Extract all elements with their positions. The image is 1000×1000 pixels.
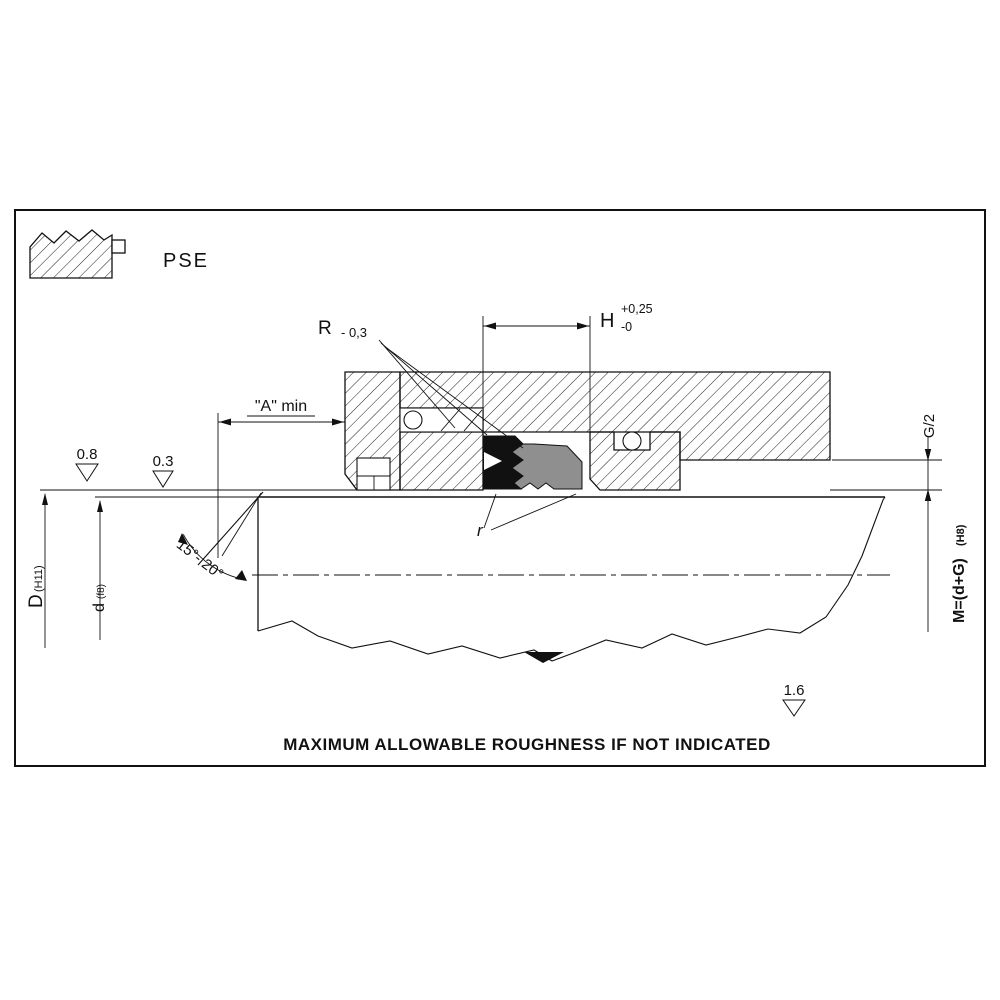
left-o-ring	[403, 410, 423, 430]
groove-width-tol-upper: +0,25	[621, 302, 653, 316]
arrowhead	[42, 493, 48, 505]
seal-profile-icon-body	[29, 229, 113, 279]
rod-break-line	[257, 496, 886, 662]
roughness-bore-value: 0.8	[77, 446, 98, 463]
flange-pocket	[356, 457, 391, 491]
slot-detail-line	[440, 408, 461, 432]
dim-groove-width	[482, 316, 591, 434]
dim-lead-in	[217, 413, 345, 558]
groove-bore-label: M=(d+G)	[951, 558, 968, 623]
rod-dia-fit: (f8)	[96, 584, 107, 599]
arrowhead	[97, 500, 103, 512]
dim-groove-bore: M=(d+G) (H8)	[951, 524, 968, 623]
pse-label: PSE	[163, 250, 209, 272]
dim-rod-diameter	[97, 500, 103, 640]
groove-left-shoulder	[399, 431, 484, 491]
dim-radius-note	[378, 339, 524, 449]
bore-dia-fit: (H11)	[33, 565, 45, 592]
lead-in-label: "A" min	[255, 398, 307, 415]
right-o-ring	[622, 431, 642, 451]
rod-dia-label: d	[91, 603, 108, 612]
arrowhead	[577, 322, 589, 330]
rod-section	[40, 459, 942, 663]
roughness-chamfer-value: 0.3	[153, 453, 174, 470]
seal-profile-icon	[29, 229, 126, 279]
arrowhead	[924, 449, 932, 461]
groove-width-label: H	[600, 310, 614, 332]
seal-slide-ring	[511, 443, 583, 490]
housing-section	[344, 371, 831, 491]
groove-width-tol-lower: -0	[621, 320, 632, 334]
arrowhead	[235, 570, 247, 581]
chamfer-angle-label: 15°- 20°	[173, 536, 226, 583]
dim-chamfer-angle	[178, 533, 247, 581]
chamfer-line-2	[221, 492, 262, 557]
roughness-symbol-bore	[75, 463, 99, 482]
retaining-ring-block	[589, 431, 681, 491]
seal-assembly	[483, 435, 583, 490]
arrowhead	[178, 533, 188, 545]
chamfer-line	[197, 491, 264, 566]
roughness-triangle-icon	[152, 470, 174, 488]
dim-bore-diameter	[42, 493, 48, 648]
radius-label: R	[318, 318, 332, 339]
break-triangle	[524, 652, 564, 663]
arrowhead	[332, 418, 344, 426]
bore-dia-label: D	[26, 594, 47, 608]
leader-line	[483, 493, 497, 529]
roughness-note: MAXIMUM ALLOWABLE ROUGHNESS IF NOT INDIC…	[283, 735, 771, 754]
slot-detail-line	[463, 409, 483, 432]
roughness-triangle-icon	[782, 699, 806, 717]
clearance-label: G/2	[921, 414, 938, 438]
roughness-symbol-general	[782, 699, 806, 717]
seal-profile-icon-tab	[111, 239, 126, 254]
roughness-triangle-icon	[75, 463, 99, 482]
seal-energizer-notch	[484, 452, 502, 470]
radius-tolerance: - 0,3	[341, 325, 367, 340]
groove-bore-fit: (H8)	[955, 524, 967, 546]
arrowhead	[484, 322, 496, 330]
roughness-general-value: 1.6	[784, 682, 805, 699]
arrowhead	[219, 418, 231, 426]
drawing-border	[14, 209, 986, 767]
leader-line	[378, 339, 456, 429]
dim-clearance	[924, 436, 932, 632]
dim-corner-radius	[483, 493, 577, 531]
leader-line	[383, 345, 524, 449]
arrowhead	[924, 489, 932, 501]
leader-line	[490, 493, 577, 531]
leader-line	[380, 342, 488, 436]
roughness-symbol-chamfer	[152, 470, 174, 488]
corner-radius-label: r	[477, 521, 484, 540]
